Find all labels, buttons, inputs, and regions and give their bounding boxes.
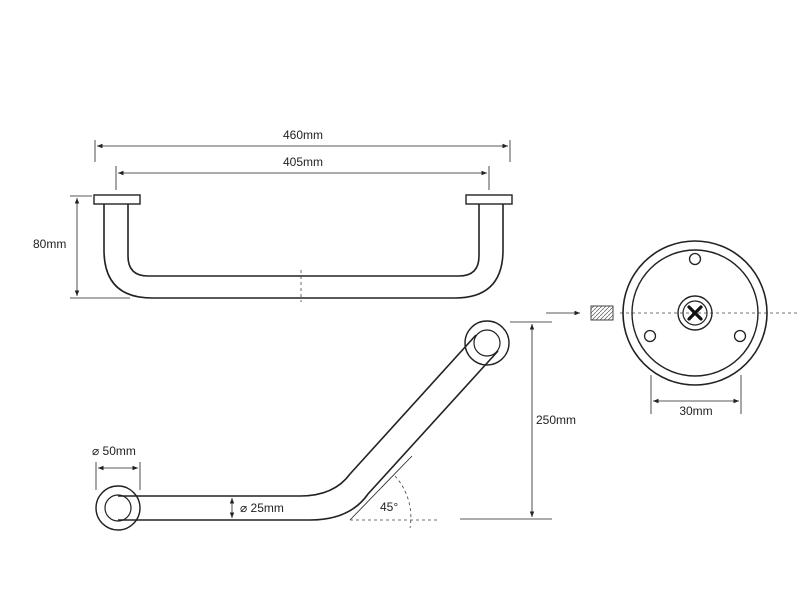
- overall-width-label: 460mm: [283, 128, 323, 142]
- flange-diameter-label: ⌀ 50mm: [92, 444, 136, 458]
- bar-inner-outline: [127, 204, 480, 277]
- angled-view: ⌀ 50mm ⌀ 25mm 45° 250mm: [92, 320, 576, 531]
- angle-label: 45°: [380, 500, 398, 514]
- tube-diameter-label: ⌀ 25mm: [240, 501, 284, 515]
- top-view: 460mm 405mm 80mm: [33, 128, 513, 302]
- angled-bar-top-outline: [118, 334, 477, 497]
- top-flange-inner: [473, 329, 501, 357]
- mounting-hole-left: [643, 329, 657, 343]
- angle-diagonal: [349, 455, 413, 521]
- right-flange: [465, 194, 513, 205]
- left-flange: [93, 194, 141, 205]
- center-width-label: 405mm: [283, 155, 323, 169]
- wall-anchor: [590, 305, 614, 321]
- flange-detail: 30mm: [546, 240, 800, 418]
- center-screw-outer: [677, 295, 713, 331]
- bottom-flange-outer: [95, 485, 141, 531]
- hole-spacing-label: 30mm: [679, 404, 712, 418]
- top-flange-outer: [464, 320, 510, 366]
- height-label: 250mm: [536, 413, 576, 427]
- mounting-hole-right: [733, 329, 747, 343]
- angled-bar-bottom-outline: [118, 350, 499, 521]
- angle-arc: [394, 475, 412, 529]
- bottom-flange-inner: [104, 494, 132, 522]
- screw-cross-icon: [687, 305, 703, 321]
- center-screw-inner: [682, 300, 708, 326]
- bar-outer-outline: [103, 204, 504, 299]
- depth-label: 80mm: [33, 237, 66, 251]
- flange-inner-ring: [631, 249, 759, 377]
- flange-outer-ring: [622, 240, 768, 386]
- mounting-hole-top: [688, 252, 702, 266]
